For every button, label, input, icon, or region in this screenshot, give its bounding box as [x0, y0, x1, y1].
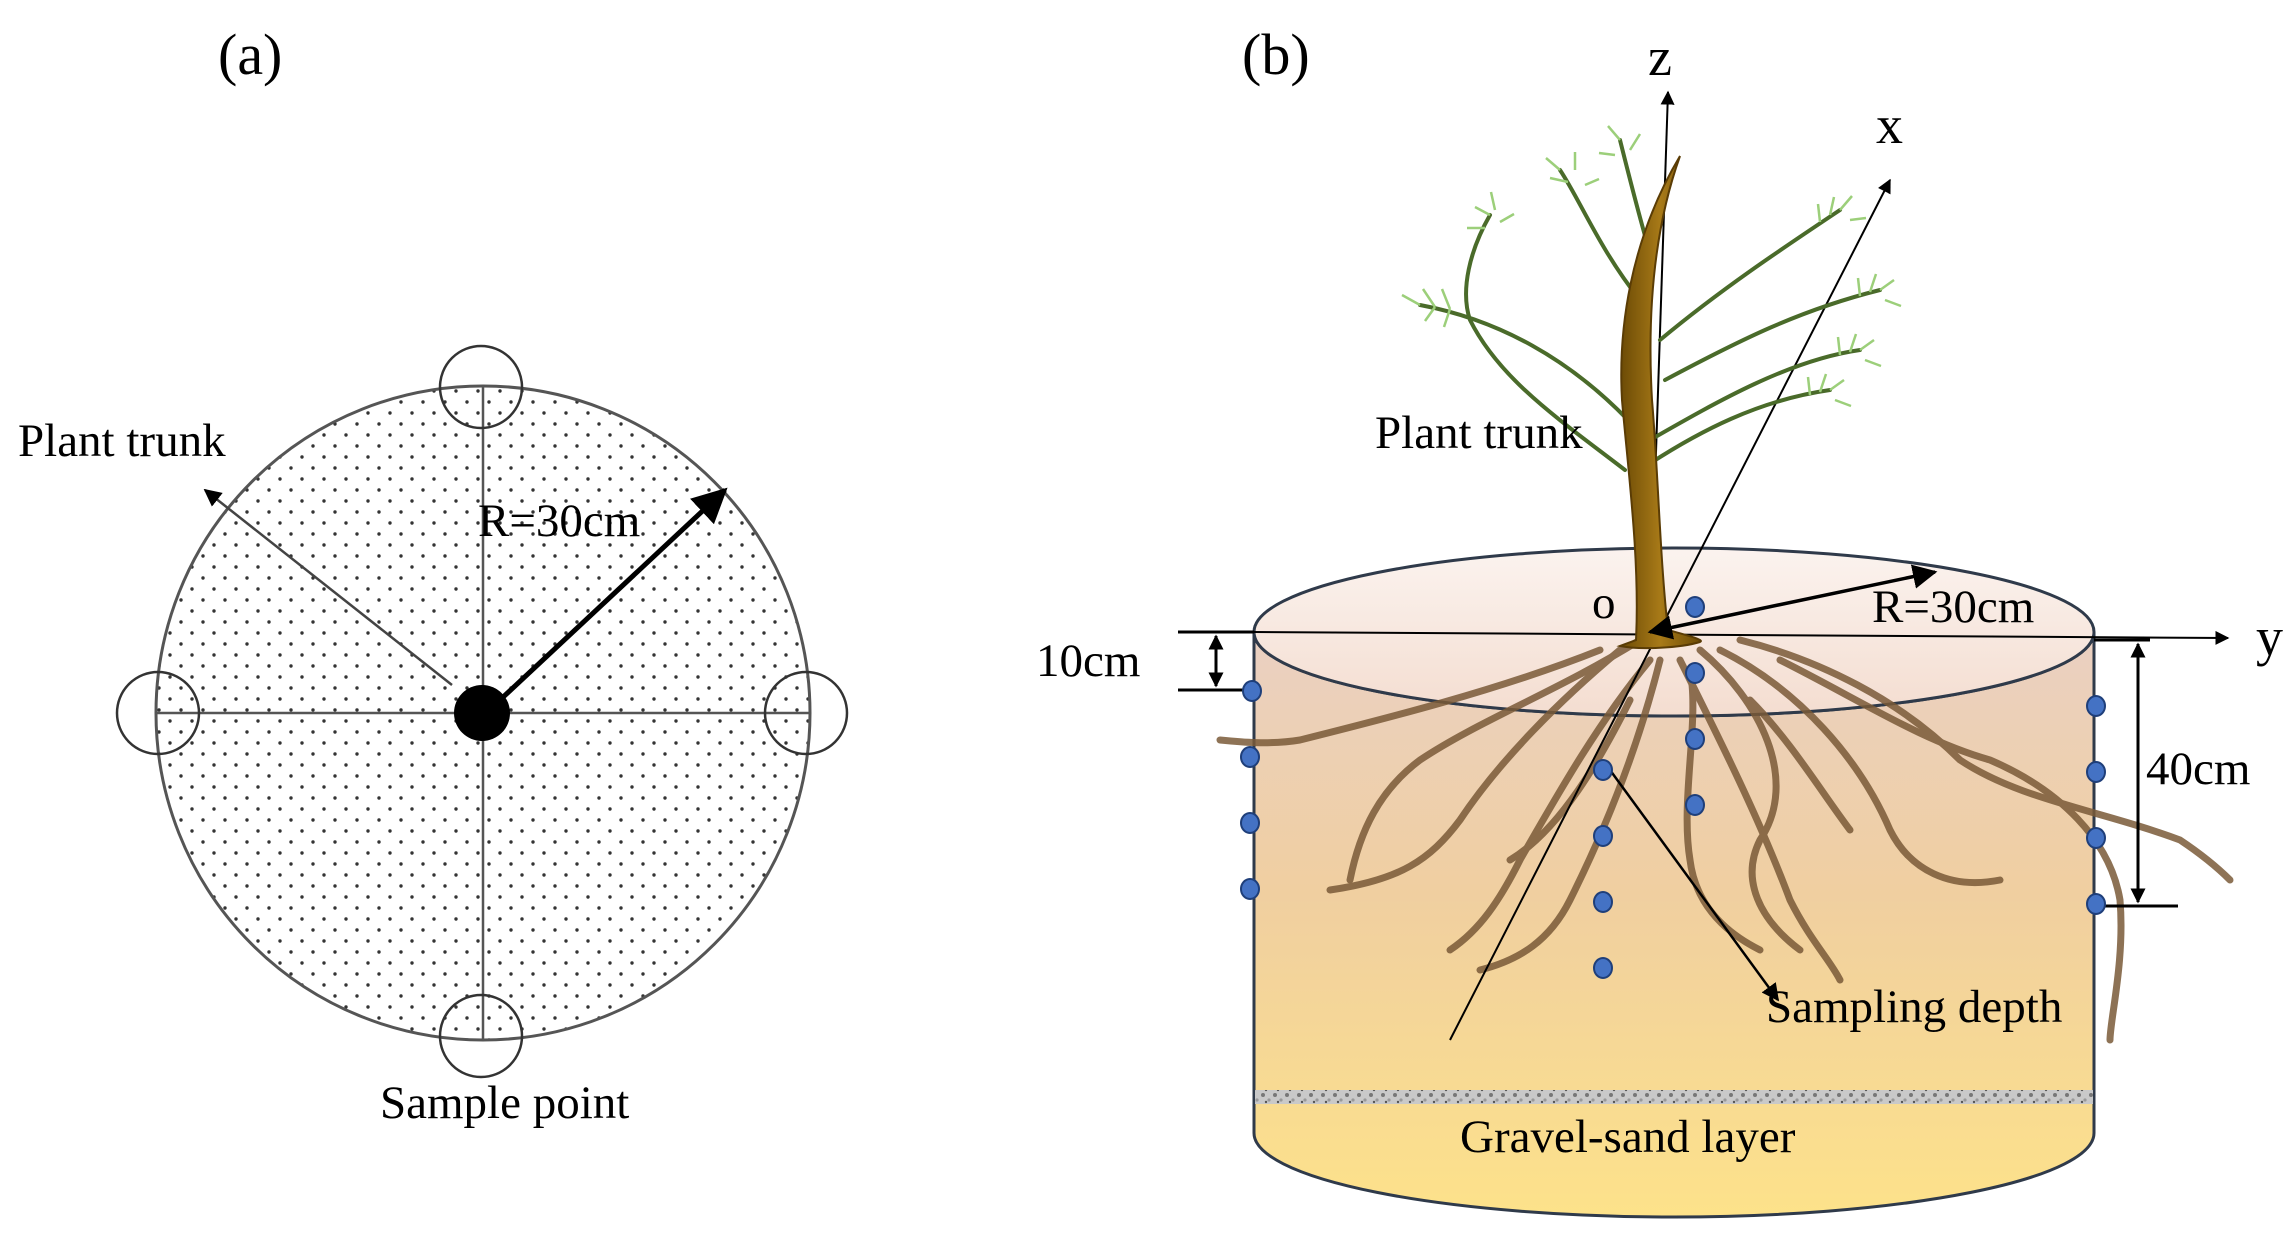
sample-dots — [1240, 596, 2106, 979]
z-axis-label: z — [1648, 27, 1672, 87]
sample-dot — [1242, 680, 1262, 702]
x-axis-label: x — [1876, 95, 1903, 155]
origin-label: o — [1592, 577, 1616, 629]
sample-dot — [1593, 957, 1613, 979]
sample-dot — [2086, 893, 2106, 915]
sampling-depth-arrow — [1608, 769, 1780, 1002]
sample-dot — [1240, 746, 1260, 768]
root-system — [1216, 636, 2234, 1044]
panel-a-sample-label: Sample point — [380, 1077, 630, 1129]
panel-b-radius-label: R=30cm — [1872, 581, 2035, 633]
depth-top-label: 10cm — [1036, 635, 1141, 687]
panel-a — [115, 344, 849, 1079]
radius-arrow-b — [1647, 564, 1938, 640]
trunk-pointer-line — [203, 488, 453, 686]
panel-a-trunk-label: Plant trunk — [18, 415, 226, 467]
sample-dot — [1593, 825, 1613, 847]
tree-foliage — [1418, 138, 1882, 472]
panel-a-radius-label: R=30cm — [478, 495, 641, 547]
sample-point-left — [115, 670, 201, 756]
panel-b — [1178, 90, 2234, 1219]
sample-dot — [1685, 794, 1705, 816]
y-axis-label: y — [2256, 607, 2283, 667]
depth-40cm-dimension — [2094, 638, 2178, 908]
sample-dot — [2086, 827, 2106, 849]
sample-dot — [1593, 759, 1613, 781]
panel-a-label: (a) — [218, 22, 283, 87]
depth-range-label: 40cm — [2146, 743, 2251, 795]
plant-trunk — [1616, 155, 1702, 650]
tree-leaves — [1401, 125, 1902, 408]
sample-dot — [1685, 662, 1705, 684]
sample-dot — [2086, 695, 2106, 717]
sample-point-bottom — [438, 993, 524, 1079]
gravel-sand-band — [1255, 1090, 2093, 1104]
gravel-layer-label: Gravel-sand layer — [1460, 1111, 1796, 1163]
plant-trunk-marker — [454, 685, 510, 741]
sample-dot — [1685, 596, 1705, 618]
sample-point-top — [438, 344, 524, 430]
panel-b-trunk-label: Plant trunk — [1375, 407, 1583, 459]
sample-dot — [1240, 812, 1260, 834]
radius-arrow — [498, 487, 728, 702]
sample-point-right — [763, 670, 849, 756]
panel-b-label: (b) — [1242, 22, 1310, 87]
sample-dot — [1593, 891, 1613, 913]
sample-dot — [2086, 761, 2106, 783]
sample-dot — [1685, 728, 1705, 750]
depth-10cm-dimension — [1178, 630, 1254, 692]
sampling-depth-label: Sampling depth — [1766, 981, 2063, 1033]
sample-dot — [1240, 878, 1260, 900]
